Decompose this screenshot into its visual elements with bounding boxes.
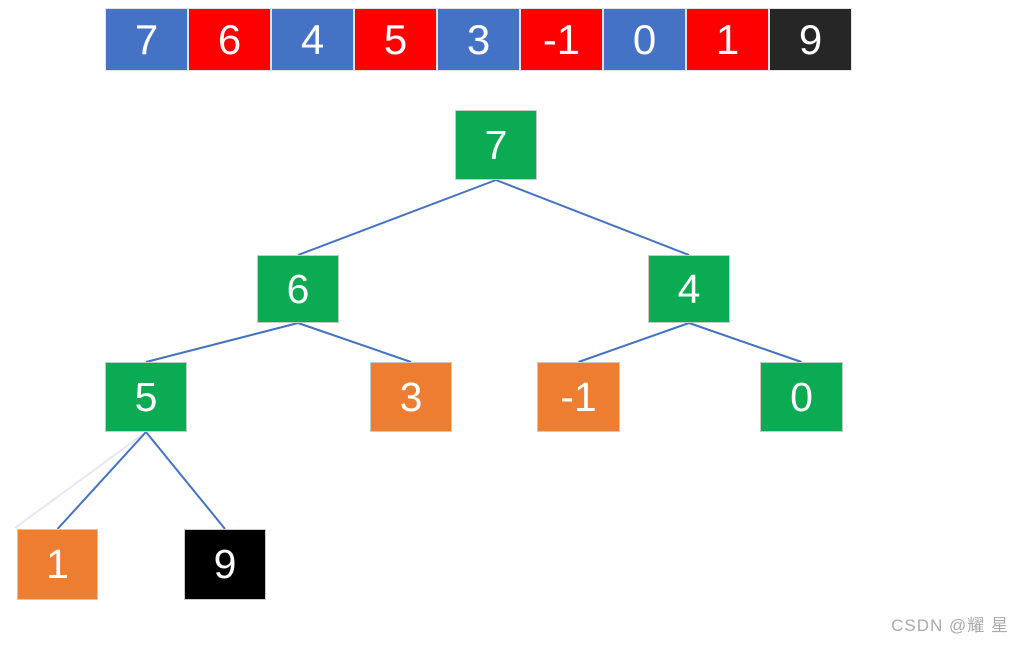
watermark: CSDN @耀 星 [891,616,1009,635]
tree-edge [297,322,412,363]
tree-node-4: 4 [648,255,730,323]
tree-edge [495,179,690,256]
tree-node-6: 6 [257,255,339,323]
tree-node-7: 7 [455,110,537,180]
tree-edge [145,322,299,363]
tree-node-9: 9 [184,529,266,600]
array-cell: 4 [271,8,354,71]
array-cell: -1 [520,8,603,71]
tree-node-1: 1 [17,529,98,600]
array-cell: 5 [354,8,437,71]
tree-edge [145,431,226,530]
array-cell: 1 [686,8,769,71]
array-cell: 6 [188,8,271,71]
tree-edge [297,179,497,256]
tree-edge [578,322,690,363]
array-cell: 9 [769,8,852,71]
tree-node-5: 5 [105,362,187,432]
tree-edge [688,322,802,363]
array-cell: 3 [437,8,520,71]
tree-node-0: 0 [760,362,843,432]
tree-edge-stray [14,431,147,529]
tree-edge [56,431,147,530]
tree-node-minus1: -1 [537,362,620,432]
tree-node-3: 3 [370,362,452,432]
array-cell: 7 [105,8,188,71]
array-cell: 0 [603,8,686,71]
